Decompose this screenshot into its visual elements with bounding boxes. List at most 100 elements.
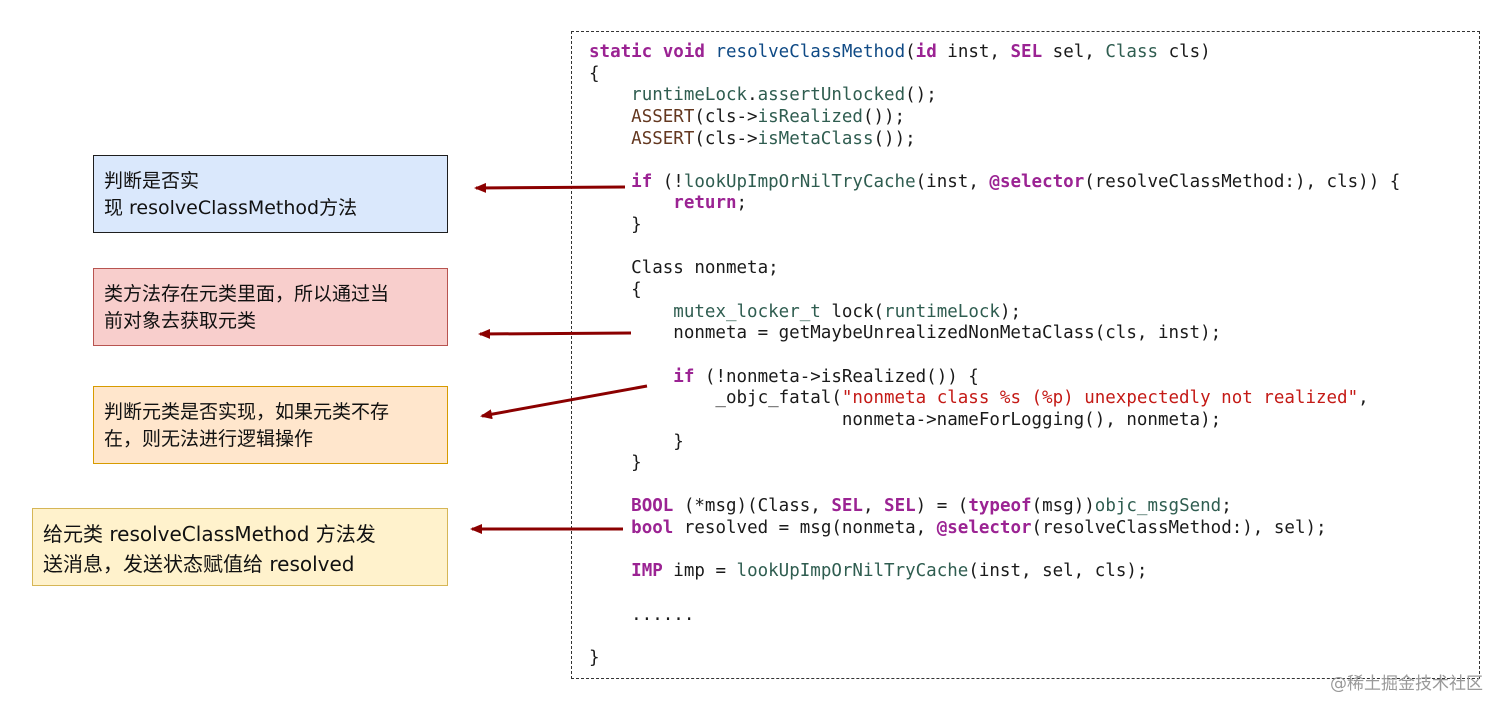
code-token: return	[673, 193, 737, 214]
code-token: (resolveClassMethod:), cls)) {	[1084, 171, 1401, 192]
code-token	[589, 172, 631, 192]
code-token: (*msg)(Class,	[673, 496, 832, 517]
code-block: static void resolveClassMethod(id inst, …	[589, 42, 1400, 670]
code-line: }	[589, 648, 1400, 670]
code-line: Class nonmeta;	[589, 258, 1400, 280]
code-line	[589, 475, 1400, 497]
code-line	[589, 345, 1400, 367]
code-line: runtimeLock.assertUnlocked();	[589, 85, 1400, 107]
code-token: (!nonmeta->isRealized()) {	[694, 366, 979, 387]
code-token: ......	[589, 604, 695, 625]
code-token	[589, 367, 673, 387]
code-token: ());	[873, 128, 916, 149]
note-line: 在，则无法进行逻辑操作	[104, 428, 314, 450]
code-token	[589, 85, 631, 105]
code-line: if (!lookUpImpOrNilTryCache(inst, @selec…	[589, 172, 1400, 194]
code-token: ();	[905, 85, 937, 106]
code-line: BOOL (*msg)(Class, SEL, SEL) = (typeof(m…	[589, 496, 1400, 518]
code-token: assertUnlocked	[757, 85, 906, 106]
code-token: (!	[652, 171, 684, 192]
code-token: runtimeLock	[884, 301, 1000, 322]
code-token: isRealized	[757, 106, 863, 127]
code-token: typeof	[968, 496, 1032, 517]
note-line: 判断元类是否实现，如果元类不存	[104, 401, 390, 423]
code-line: bool resolved = msg(nonmeta, @selector(r…	[589, 518, 1400, 540]
code-token: (msg))	[1031, 496, 1095, 517]
code-line: static void resolveClassMethod(id inst, …	[589, 42, 1400, 64]
code-line: nonmeta->nameForLogging(), nonmeta);	[589, 410, 1400, 432]
code-line	[589, 150, 1400, 172]
code-token: @selector	[989, 171, 1085, 192]
code-token: .	[747, 85, 758, 106]
code-token: (inst, sel, cls);	[968, 561, 1148, 582]
code-token: resolved = msg(nonmeta,	[673, 518, 937, 539]
code-token: SEL	[1010, 42, 1043, 62]
code-token: SEL	[884, 496, 916, 517]
code-token: ASSERT	[631, 128, 695, 149]
code-token: ;	[736, 193, 748, 214]
code-token: cls)	[1158, 42, 1211, 62]
code-token: Class nonmeta;	[589, 258, 779, 279]
note-line: 判断是否实	[104, 170, 200, 192]
code-token: lookUpImpOrNilTryCache	[736, 561, 969, 582]
code-token: (cls->	[694, 128, 758, 149]
code-token: ) = (	[915, 496, 969, 517]
code-line: }	[589, 215, 1400, 237]
code-token: nonmeta = getMaybeUnrealizedNonMetaClass…	[589, 323, 1222, 344]
code-line: {	[589, 64, 1400, 86]
code-token: ;	[1221, 496, 1232, 517]
note-send-message: 给元类 resolveClassMethod 方法发 送消息，发送状态赋值给 r…	[32, 508, 448, 586]
code-line	[589, 626, 1400, 648]
code-token: if	[673, 366, 695, 387]
note-check-resolve-method: 判断是否实 现 resolveClassMethod方法	[93, 155, 448, 233]
code-token: (	[905, 42, 916, 62]
code-line: ......	[589, 605, 1400, 627]
code-token: bool	[631, 518, 674, 539]
code-token: ,	[862, 496, 885, 517]
code-token: }	[589, 431, 684, 452]
code-token: if	[631, 171, 653, 192]
code-token: ASSERT	[631, 106, 695, 127]
code-token	[652, 42, 663, 62]
code-token: void	[662, 42, 705, 62]
code-token	[589, 496, 631, 516]
code-token: isMetaClass	[757, 128, 874, 149]
note-line: 前对象去获取元类	[104, 310, 257, 332]
code-token: SEL	[831, 496, 863, 517]
code-frame	[571, 31, 1480, 679]
code-token: Class	[1105, 42, 1159, 62]
code-token: imp =	[662, 561, 737, 582]
code-token: );	[999, 301, 1022, 322]
code-token: resolveClassMethod	[715, 42, 906, 62]
code-line	[589, 583, 1400, 605]
code-token: @selector	[936, 518, 1032, 539]
code-token: lookUpImpOrNilTryCache	[683, 171, 916, 192]
code-line: }	[589, 453, 1400, 475]
code-line: mutex_locker_t lock(runtimeLock);	[589, 302, 1400, 324]
code-line: return;	[589, 193, 1400, 215]
code-token	[589, 129, 631, 149]
code-token: ,	[1358, 388, 1369, 409]
note-line: 类方法存在元类里面，所以通过当	[104, 283, 390, 305]
code-line: IMP imp = lookUpImpOrNilTryCache(inst, s…	[589, 561, 1400, 583]
code-token: id	[915, 42, 937, 62]
code-token	[589, 107, 631, 127]
code-token: sel,	[1042, 42, 1106, 62]
code-token: mutex_locker_t	[673, 301, 821, 322]
code-token: _objc_fatal(	[589, 388, 842, 409]
code-token: }	[589, 453, 642, 474]
code-token: }	[589, 647, 600, 668]
code-token: "nonmeta class %s (%p) unexpectedly not …	[841, 388, 1359, 409]
code-line: _objc_fatal("nonmeta class %s (%p) unexp…	[589, 388, 1400, 410]
code-line: nonmeta = getMaybeUnrealizedNonMetaClass…	[589, 323, 1400, 345]
code-token: (resolveClassMethod:), sel);	[1031, 518, 1327, 539]
code-token: BOOL	[631, 496, 674, 517]
note-line: 给元类 resolveClassMethod 方法发	[43, 522, 376, 546]
code-line: {	[589, 280, 1400, 302]
code-token	[589, 561, 631, 581]
code-line: ASSERT(cls->isRealized());	[589, 107, 1400, 129]
code-token: objc_msgSend	[1094, 496, 1222, 517]
code-token: inst,	[936, 42, 1011, 62]
code-token: lock(	[820, 301, 885, 322]
code-token: {	[589, 280, 642, 301]
